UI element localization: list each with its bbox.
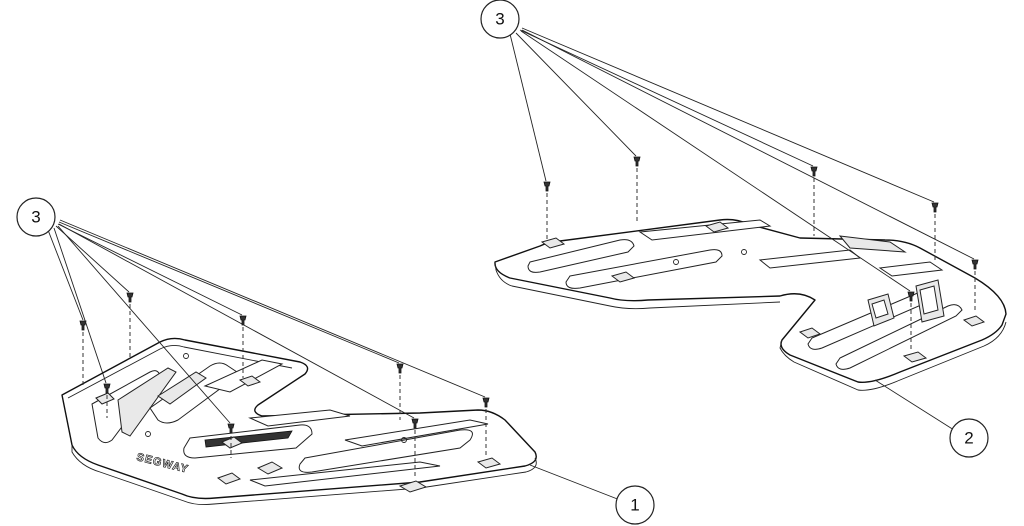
screw xyxy=(543,181,551,240)
screw xyxy=(971,259,979,312)
callout-label: 3 xyxy=(495,10,504,29)
screws-left xyxy=(79,292,490,478)
callout-1: 1 xyxy=(615,485,655,525)
screw xyxy=(103,383,111,418)
callout-label: 1 xyxy=(630,496,639,515)
screw xyxy=(396,363,404,420)
screw xyxy=(411,418,419,478)
screw xyxy=(907,291,915,352)
plate-brand-marking: SEGWAY xyxy=(135,451,190,476)
plate-part-1: SEGWAY xyxy=(61,337,537,506)
screw xyxy=(227,423,235,458)
screws-right xyxy=(543,156,979,352)
screw xyxy=(810,166,818,236)
screw xyxy=(79,320,87,385)
screw xyxy=(633,156,641,222)
callout-3-right: 3 xyxy=(480,0,520,39)
screw xyxy=(482,397,490,455)
callout-3-left: 3 xyxy=(16,197,56,237)
screw xyxy=(931,202,939,262)
leader-lines xyxy=(47,27,975,501)
screw xyxy=(126,292,134,358)
callout-label: 3 xyxy=(31,208,40,227)
plate-part-2 xyxy=(494,218,1007,391)
callout-2: 2 xyxy=(949,418,989,458)
callout-label: 2 xyxy=(964,429,973,448)
